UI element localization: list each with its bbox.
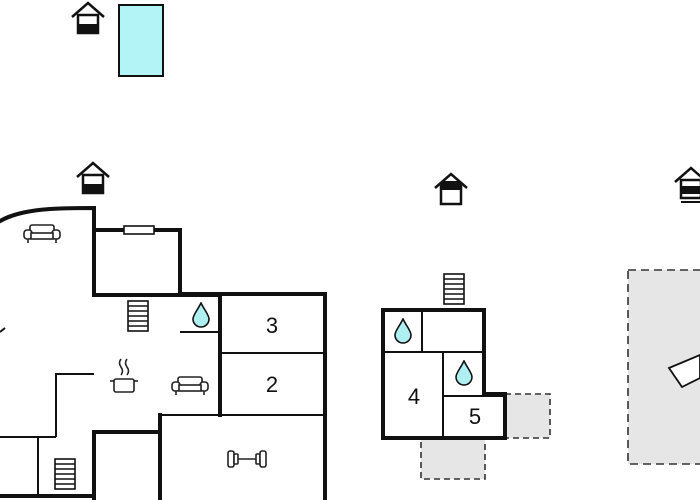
interior-wall (55, 373, 94, 437)
room-number-5: 5 (469, 404, 481, 429)
room-number-2: 2 (266, 372, 278, 397)
floor-level-icon (673, 166, 700, 203)
floor-level-icon (75, 161, 111, 195)
stairs-icon (54, 458, 76, 490)
main-building-outline (0, 205, 327, 500)
compass-arrow-icon (667, 354, 700, 389)
room-number-3: 3 (266, 313, 278, 338)
sofa-icon (171, 376, 209, 396)
terrace-area (420, 437, 486, 480)
dumbbell-icon (227, 450, 267, 468)
floor-level-icon (70, 1, 106, 35)
water-drop-icon (192, 302, 210, 328)
interior-wall (0, 327, 6, 333)
water-drop-icon (455, 360, 473, 386)
stairs-icon (443, 273, 465, 305)
room-number-4: 4 (408, 384, 420, 409)
annex-building-outline (381, 308, 507, 440)
pool-icon (118, 4, 164, 77)
water-drop-icon (394, 318, 412, 344)
stairs-icon (127, 300, 149, 332)
cooking-pot-icon (110, 358, 138, 393)
floor-level-icon (433, 172, 469, 206)
sofa-icon (23, 224, 61, 244)
terrace-area (504, 393, 551, 439)
window-icon (123, 225, 155, 235)
